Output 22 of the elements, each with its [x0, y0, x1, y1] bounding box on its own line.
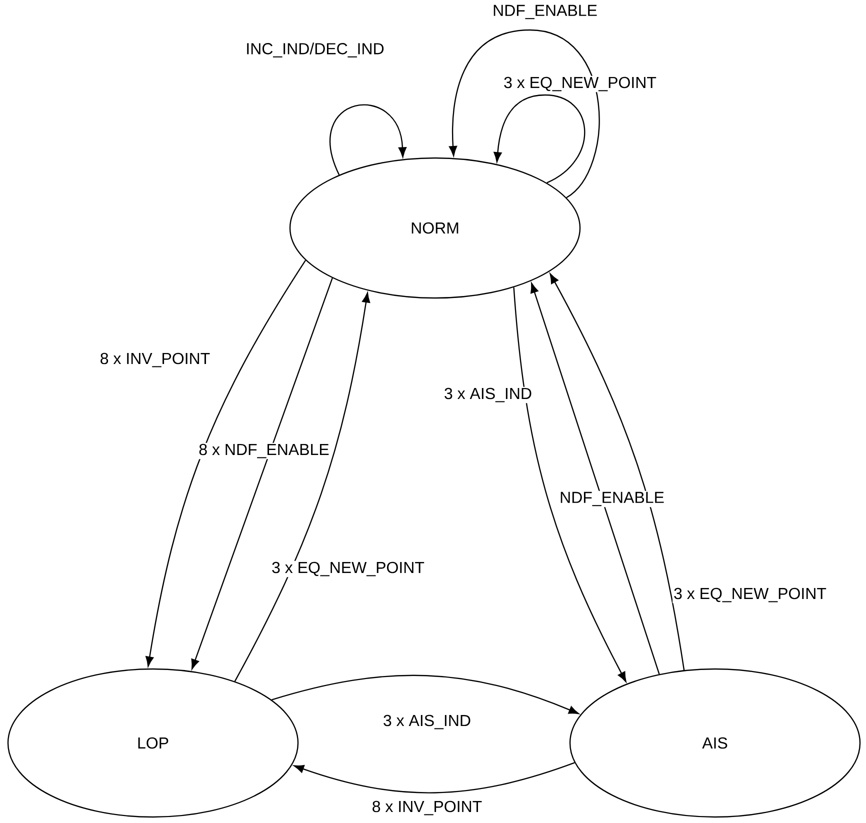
edge-label: NDF_ENABLE	[492, 4, 598, 20]
edge-label: 3 x EQ_NEW_POINT	[672, 586, 828, 604]
arrow	[448, 29, 600, 198]
arrow	[294, 762, 575, 794]
edge-label: 3 x EQ_NEW_POINT	[502, 76, 658, 92]
arrow	[191, 278, 333, 670]
edge-label: 8 x INV_POINT	[98, 352, 212, 368]
arrow	[272, 674, 579, 714]
arrow	[234, 292, 370, 682]
edge-label: 8 x INV_POINT	[370, 800, 484, 816]
edge-label: INC_IND/DEC_IND	[244, 42, 386, 58]
arrow	[494, 94, 586, 184]
arrow	[513, 287, 626, 682]
edge-label: 3 x EQ_NEW_POINT	[270, 560, 426, 578]
edge-label: 3 x AIS_IND	[382, 714, 472, 730]
arrow	[146, 260, 306, 667]
edge-label: 3 x AIS_IND	[443, 386, 534, 404]
edge-label: 8 x NDF_ENABLE	[198, 442, 330, 460]
edge-label: NDF_ENABLE	[558, 490, 666, 508]
arrow	[550, 273, 685, 670]
arrow	[329, 104, 407, 176]
arrow	[530, 282, 660, 674]
